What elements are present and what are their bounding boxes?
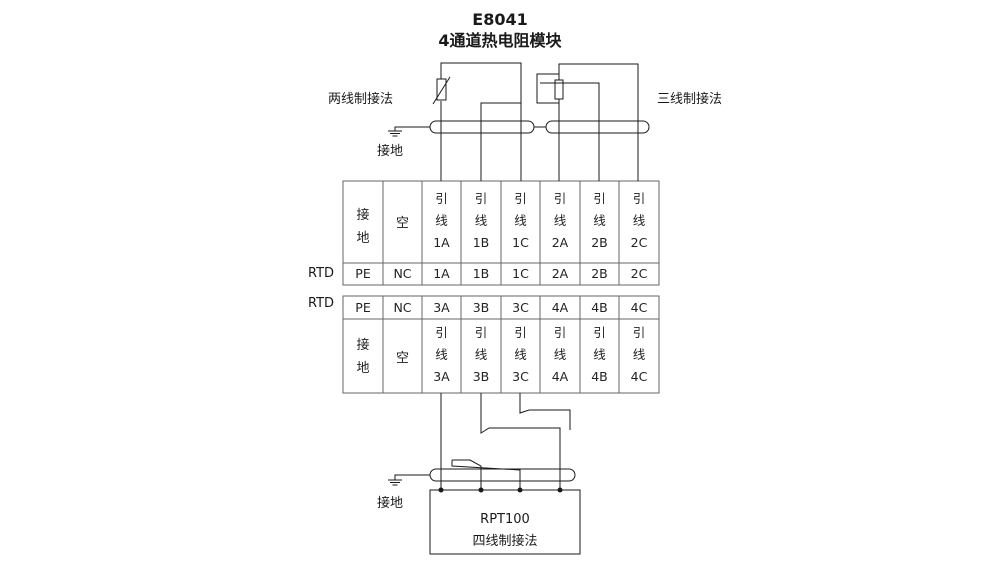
module-model: E8041 <box>472 10 528 29</box>
terminal-bottom-name: 接地 <box>356 338 370 376</box>
terminal-top-code: 2B <box>591 266 608 281</box>
ground-symbol-bottom <box>388 479 402 486</box>
terminal-bottom-code: 4C <box>630 300 648 315</box>
rpt100-sensor-box <box>429 489 581 555</box>
terminal-top-code: NC <box>393 266 412 281</box>
four-wire-leads <box>440 393 571 490</box>
three-wire-label: 三线制接法 <box>657 92 723 107</box>
sensor-model: RPT100 <box>480 512 530 527</box>
two-wire-label: 两线制接法 <box>328 92 394 107</box>
terminal-bottom-code: 4A <box>551 300 569 315</box>
terminal-top-code: 1A <box>433 266 450 281</box>
terminal-bottom-code: 3B <box>472 300 490 315</box>
ground-label-top: 接地 <box>377 144 404 159</box>
terminal-bottom-code: 3A <box>433 300 450 315</box>
terminal-top-code: 1C <box>512 266 529 281</box>
terminal-top-name: 接地 <box>356 208 370 246</box>
sensor-wiring-type: 四线制接法 <box>472 534 538 549</box>
module-name: 4通道热电阻模块 <box>438 31 562 50</box>
terminal-top-code: PE <box>355 266 371 281</box>
ground-symbol-top <box>388 130 402 137</box>
ground-label-bottom: 接地 <box>377 496 404 511</box>
rtd-label-top: RTD <box>308 266 335 281</box>
terminal-top-code: 1B <box>472 266 490 281</box>
terminal-bottom-code: NC <box>393 300 412 315</box>
three-wire-rtd <box>536 63 639 181</box>
terminal-bottom-name: 空 <box>395 351 409 366</box>
terminal-top-code: 2C <box>630 266 648 281</box>
terminal-top-name: 空 <box>395 216 409 231</box>
terminal-top-code: 2A <box>551 266 569 281</box>
terminal-bottom-code: PE <box>355 300 371 315</box>
two-wire-rtd <box>432 62 522 181</box>
rtd-label-bottom: RTD <box>308 296 335 311</box>
terminal-bottom-code: 4B <box>591 300 608 315</box>
terminal-bottom-code: 3C <box>512 300 529 315</box>
shield-cable-bottom <box>394 468 576 482</box>
shield-cable-top <box>394 120 650 134</box>
table-column-dividers <box>382 181 620 393</box>
